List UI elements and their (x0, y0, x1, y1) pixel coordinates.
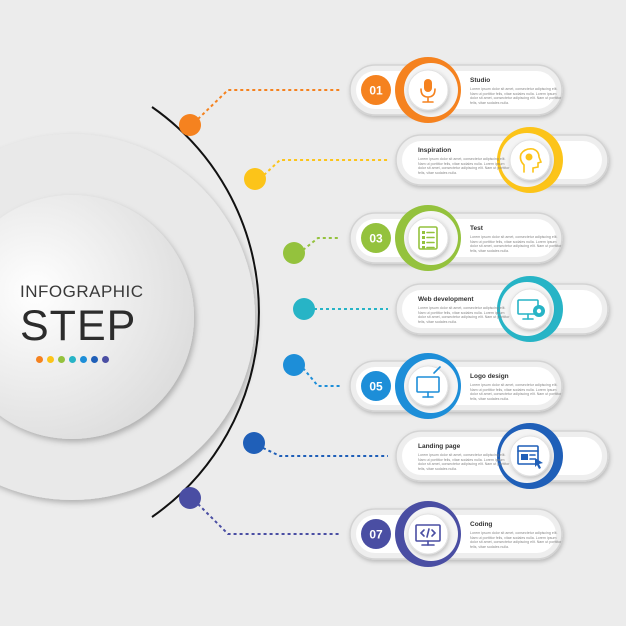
timeline-node (293, 298, 315, 320)
step-label: Inspiration (418, 147, 452, 154)
timeline-arc (151, 106, 260, 518)
logo-monitor-icon (416, 366, 441, 398)
color-dot (80, 356, 87, 363)
connector-line (302, 237, 340, 251)
step-label: Studio (470, 77, 491, 84)
icon-badge (407, 365, 449, 407)
timeline-node (283, 354, 305, 376)
step-description: Lorem ipsum dolor sit amet, consectetur … (470, 235, 562, 253)
step-description: Lorem ipsum dolor sit amet, consectetur … (470, 531, 562, 549)
color-dot (69, 356, 76, 363)
step-7: 07 (197, 501, 563, 567)
connector-line (263, 159, 388, 176)
connector-line (197, 89, 340, 120)
step-number-badge (361, 519, 391, 549)
step-number: 07 (369, 528, 383, 542)
color-dot (47, 356, 54, 363)
step-description: Lorem ipsum dolor sit amet, consectetur … (418, 157, 510, 175)
connector-line (302, 367, 340, 387)
step-label: Coding (470, 521, 493, 528)
step-heading: STEP (20, 302, 137, 350)
step-number: 03 (369, 232, 383, 246)
microphone-icon (420, 79, 436, 103)
step-label: Landing page (418, 443, 461, 450)
step-5: 05 (302, 353, 563, 419)
timeline-node (179, 487, 201, 509)
step-label: Test (470, 225, 483, 232)
step-1: 01 (197, 57, 563, 123)
timeline-node (244, 168, 266, 190)
step-6 (262, 423, 609, 489)
icon-badge (509, 288, 551, 330)
steps-layer: 01 03 05 07 (179, 57, 609, 567)
step-number: 01 (369, 84, 383, 98)
idea-head-icon (519, 148, 543, 173)
connector-line (197, 503, 340, 535)
step-label: Web development (418, 296, 474, 303)
step-2 (263, 127, 609, 193)
step-3: 03 (302, 205, 563, 271)
color-dot (91, 356, 98, 363)
step-description: Lorem ipsum dolor sit amet, consectetur … (470, 87, 562, 105)
timeline-node (283, 242, 305, 264)
color-dot (36, 356, 43, 363)
inner-disc (0, 195, 194, 439)
browser-cursor-icon (517, 445, 543, 469)
step-description: Lorem ipsum dolor sit amet, consectetur … (418, 453, 510, 471)
code-monitor-icon (415, 524, 441, 546)
step-number-badge (361, 371, 391, 401)
connector-line (262, 447, 388, 457)
checklist-icon (418, 226, 438, 250)
timeline-node (243, 432, 265, 454)
icon-badge (509, 435, 551, 477)
step-label: Logo design (470, 373, 509, 380)
monitor-gear-icon (517, 299, 545, 320)
color-dot (102, 356, 109, 363)
step-number-badge (361, 223, 391, 253)
step-number: 05 (369, 380, 383, 394)
color-dot (58, 356, 65, 363)
color-dots (36, 356, 109, 363)
timeline-node (179, 114, 201, 136)
infographic-title: INFOGRAPHIC (20, 282, 144, 301)
step-4 (314, 276, 609, 342)
step-description: Lorem ipsum dolor sit amet, consectetur … (418, 306, 510, 324)
step-description: Lorem ipsum dolor sit amet, consectetur … (470, 383, 562, 401)
step-number-badge (361, 75, 391, 105)
